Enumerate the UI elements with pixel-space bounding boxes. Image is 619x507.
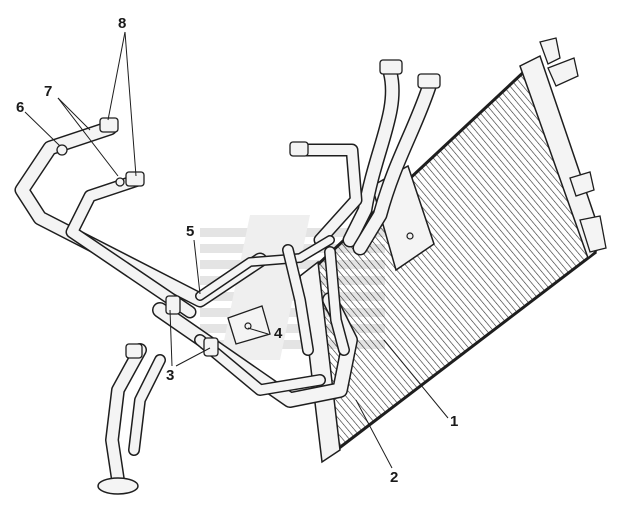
leader-4 [247,327,269,335]
leader-3a [169,309,173,367]
callout-2: 2 [390,469,399,486]
callout-1: 1 [450,413,459,430]
leader-2 [355,399,393,469]
leader-8a [107,31,126,121]
leader-8b [124,31,137,177]
leader-lines [24,31,449,469]
leader-6 [24,111,61,147]
callout-8: 8 [118,15,127,32]
upper-hoses [289,59,441,256]
leader-7a [57,97,91,131]
callout-7: 7 [44,83,53,100]
callout-3: 3 [166,367,175,384]
leader-1 [383,339,449,419]
callout-5: 5 [186,223,195,240]
condenser-core [299,37,607,464]
callout-6: 6 [16,99,25,116]
cross-pipes [195,235,350,356]
leader-3b [175,347,211,367]
leader-7b [57,97,119,177]
leader-5 [193,239,201,295]
bracket-item-4 [227,305,271,345]
callout-4: 4 [274,325,283,342]
